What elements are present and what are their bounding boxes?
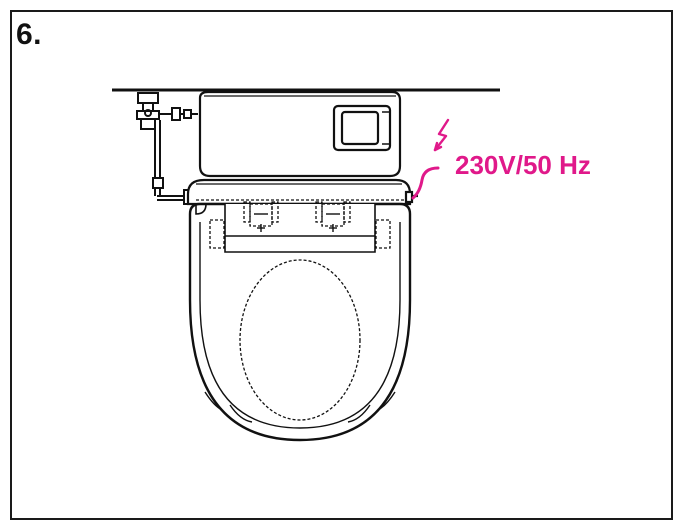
bowl-opening <box>239 259 361 421</box>
seat-hinge-base <box>186 178 418 206</box>
control-unit <box>198 90 402 178</box>
power-cord <box>411 166 440 200</box>
bracket-screws <box>254 213 340 232</box>
step-number: 6. <box>16 18 43 51</box>
hinge-plate <box>195 203 376 253</box>
power-rating-label: 230V/50 Hz <box>455 150 591 180</box>
lightning-bolt-icon <box>433 118 450 152</box>
toilet-seat <box>188 202 412 442</box>
water-supply-assembly <box>136 92 198 205</box>
mounting-brackets <box>196 199 404 249</box>
